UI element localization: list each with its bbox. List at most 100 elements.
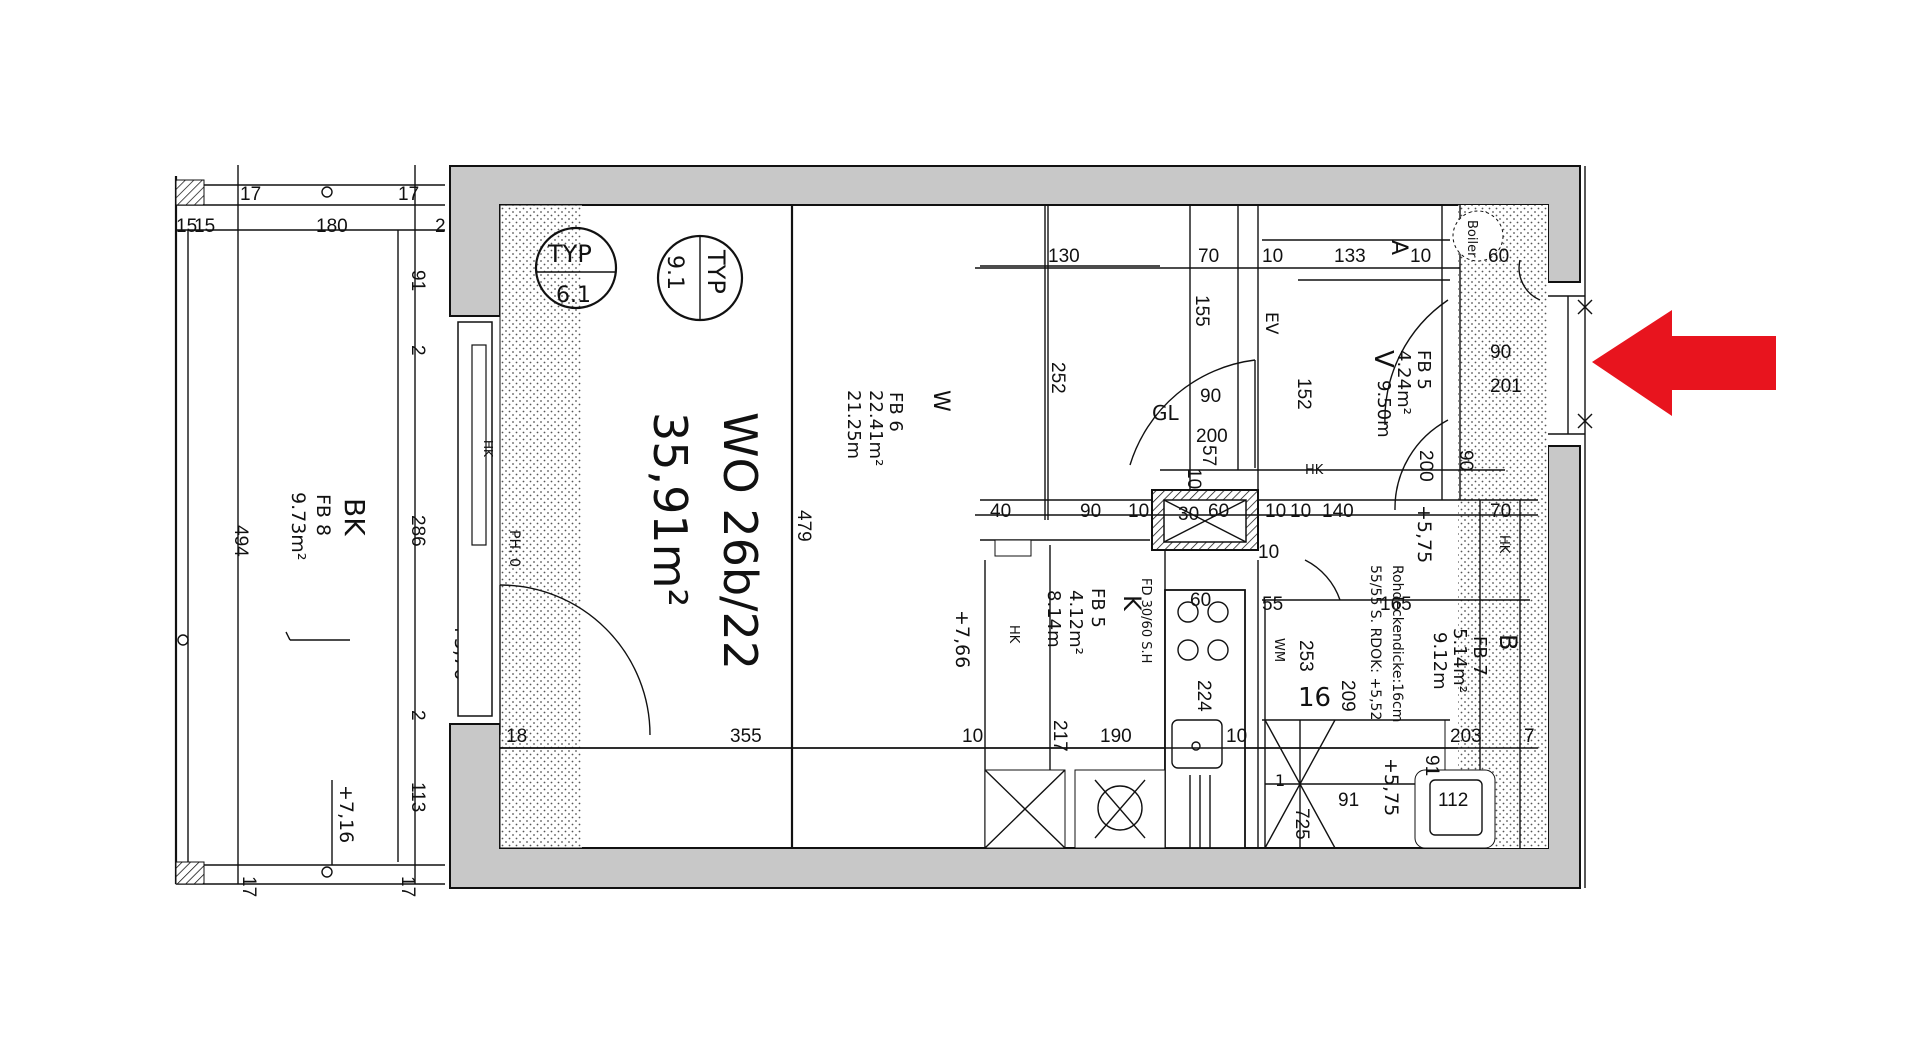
balcony-post-bottom xyxy=(175,861,205,885)
dim-mid-1: 90 xyxy=(1080,501,1101,522)
dim-v-11: 55 xyxy=(1262,594,1283,615)
dim-mid-0: 40 xyxy=(990,501,1011,522)
svg-text:17: 17 xyxy=(240,184,261,205)
dim-v-14: 112 xyxy=(1438,790,1468,811)
dim-v-13: 91 xyxy=(1421,755,1442,776)
room-code-bath: B xyxy=(1494,634,1522,650)
door-swings xyxy=(499,259,1541,736)
dim-low-4: 10 xyxy=(1226,726,1247,747)
dim-low-0: 18 xyxy=(506,726,527,747)
balcony: 17 17 15 15 180 2 91 2 286 2 113 17 17 4… xyxy=(174,165,472,897)
room-perimeter-living: 21.25m xyxy=(843,390,864,459)
level-hall: +5,75 xyxy=(1413,505,1435,563)
dim-left-6: 17 xyxy=(238,876,259,897)
room-perimeter-bath: 9.12m xyxy=(1429,632,1450,690)
dim-balcony-height: 494 xyxy=(230,525,251,557)
apartment-area: 35,91m² xyxy=(643,412,697,607)
dim-mid-4: 10 xyxy=(1265,501,1286,522)
room-fb-bath: FB 7 xyxy=(1469,636,1490,676)
dim-v-6: 10 xyxy=(1183,468,1204,489)
dim-top-balcony-2: 180 xyxy=(316,216,348,237)
room-area-balcony: 9.73m² xyxy=(287,492,309,560)
dim-v-8: 217 xyxy=(1049,720,1070,752)
dim-v-2: 252 xyxy=(1047,362,1068,394)
dim-left-1: 91 xyxy=(407,270,428,291)
label-stair: 16 xyxy=(1298,683,1331,713)
right-window xyxy=(1548,166,1593,888)
label-wm: WM xyxy=(1271,638,1286,662)
dim-low-5: 203 xyxy=(1450,726,1482,747)
dim-top-0: 130 xyxy=(1048,246,1080,267)
typ-marker-6-1: TYP 6.1 xyxy=(534,226,618,310)
dim-low-6: 7 xyxy=(1524,726,1535,747)
dim-v-4: 152 xyxy=(1293,378,1314,410)
typ-bottom-1: 6.1 xyxy=(556,283,591,308)
dim-v-9: 253 xyxy=(1295,640,1316,672)
dim-v-16: 725 xyxy=(1291,808,1312,840)
dim-v-7: 224 xyxy=(1193,680,1214,712)
dim-v-1: 479 xyxy=(793,510,814,542)
dim-v-5: 57 xyxy=(1198,445,1219,466)
dim-v-3: 155 xyxy=(1191,295,1212,327)
level-kitchen: +7,66 xyxy=(951,610,973,668)
room-code-storage: A xyxy=(1386,240,1411,255)
dim-top-1: 70 xyxy=(1198,246,1219,267)
dim-top-balcony-3: 2 xyxy=(435,216,446,237)
room-perimeter-hall: 9.50m xyxy=(1373,380,1394,438)
label-hk-window: HK xyxy=(481,440,495,458)
label-ev: EV xyxy=(1261,312,1281,335)
dim-low-2: 10 xyxy=(962,726,983,747)
room-code-living: W xyxy=(928,390,953,412)
room-area-hall: 4.24m² xyxy=(1393,350,1414,415)
dim-door-4: 201 xyxy=(1490,376,1522,397)
dim-top-5: 60 xyxy=(1488,246,1509,267)
dim-door-6: 10 xyxy=(1258,542,1279,563)
dim-v-10: 209 xyxy=(1337,680,1358,712)
level-bath: +5,75 xyxy=(1380,758,1402,816)
typ-marker-9-1: TYP 9.1 xyxy=(656,234,744,322)
dim-left-5: 113 xyxy=(407,782,428,812)
label-boiler: Boiler xyxy=(1464,220,1479,258)
dim-low-3: 190 xyxy=(1100,726,1132,747)
svg-text:17: 17 xyxy=(397,876,418,897)
dim-left-3: 286 xyxy=(407,515,428,547)
dim-mid-5: 10 xyxy=(1290,501,1311,522)
dim-top-4: 10 xyxy=(1410,246,1431,267)
label-fd: FD 30/60 S.H xyxy=(1138,578,1153,663)
label-hk-bath: HK xyxy=(1496,535,1511,554)
dim-mid-2: 10 xyxy=(1128,501,1149,522)
room-perimeter-kitchen: 8.14m xyxy=(1043,590,1064,648)
typ-top-1: TYP xyxy=(547,240,592,268)
dim-left-2: 2 xyxy=(407,345,428,356)
dim-door-7: 30 xyxy=(1178,504,1199,525)
label-hk-kitchen: HK xyxy=(1006,625,1021,644)
dim-door-2: 90 xyxy=(1455,450,1476,471)
room-fb-hall: FB 5 xyxy=(1413,350,1434,390)
room-code-hall: V xyxy=(1368,350,1398,368)
boiler-icon xyxy=(1452,210,1504,262)
room-code-kitchen: K xyxy=(1118,595,1146,612)
dim-door-8: 60 xyxy=(1190,590,1211,611)
dim-top-balcony-0: 15 xyxy=(176,216,197,237)
dim-door-1: 200 xyxy=(1196,426,1228,447)
dim-mid-6: 140 xyxy=(1322,501,1354,522)
balcony-post-top xyxy=(175,179,205,206)
room-fb-living: FB 6 xyxy=(885,392,906,432)
level-balcony: +7,16 xyxy=(335,785,357,843)
dim-v-15: 91 xyxy=(1338,790,1359,811)
dim-mid-7: 70 xyxy=(1490,501,1511,522)
typ-bottom-2: 9.1 xyxy=(662,255,687,290)
dim-left-4: 2 xyxy=(407,710,428,721)
label-hk-hall: HK xyxy=(1305,463,1324,478)
dim-door-0: 90 xyxy=(1200,386,1221,407)
interior-lines xyxy=(500,205,1538,849)
dim-door-5: 90 xyxy=(1490,342,1511,363)
dim-door-3: 200 xyxy=(1415,450,1436,482)
room-area-living: 22.41m² xyxy=(865,390,886,466)
red-arrow-icon xyxy=(1592,310,1776,416)
label-ab: 1 xyxy=(1275,771,1285,790)
screed-right xyxy=(1458,205,1548,848)
room-fb-kitchen: FB 5 xyxy=(1087,588,1108,628)
label-rdok: 55/55 S. RDOK: +5,52 xyxy=(1367,565,1383,720)
